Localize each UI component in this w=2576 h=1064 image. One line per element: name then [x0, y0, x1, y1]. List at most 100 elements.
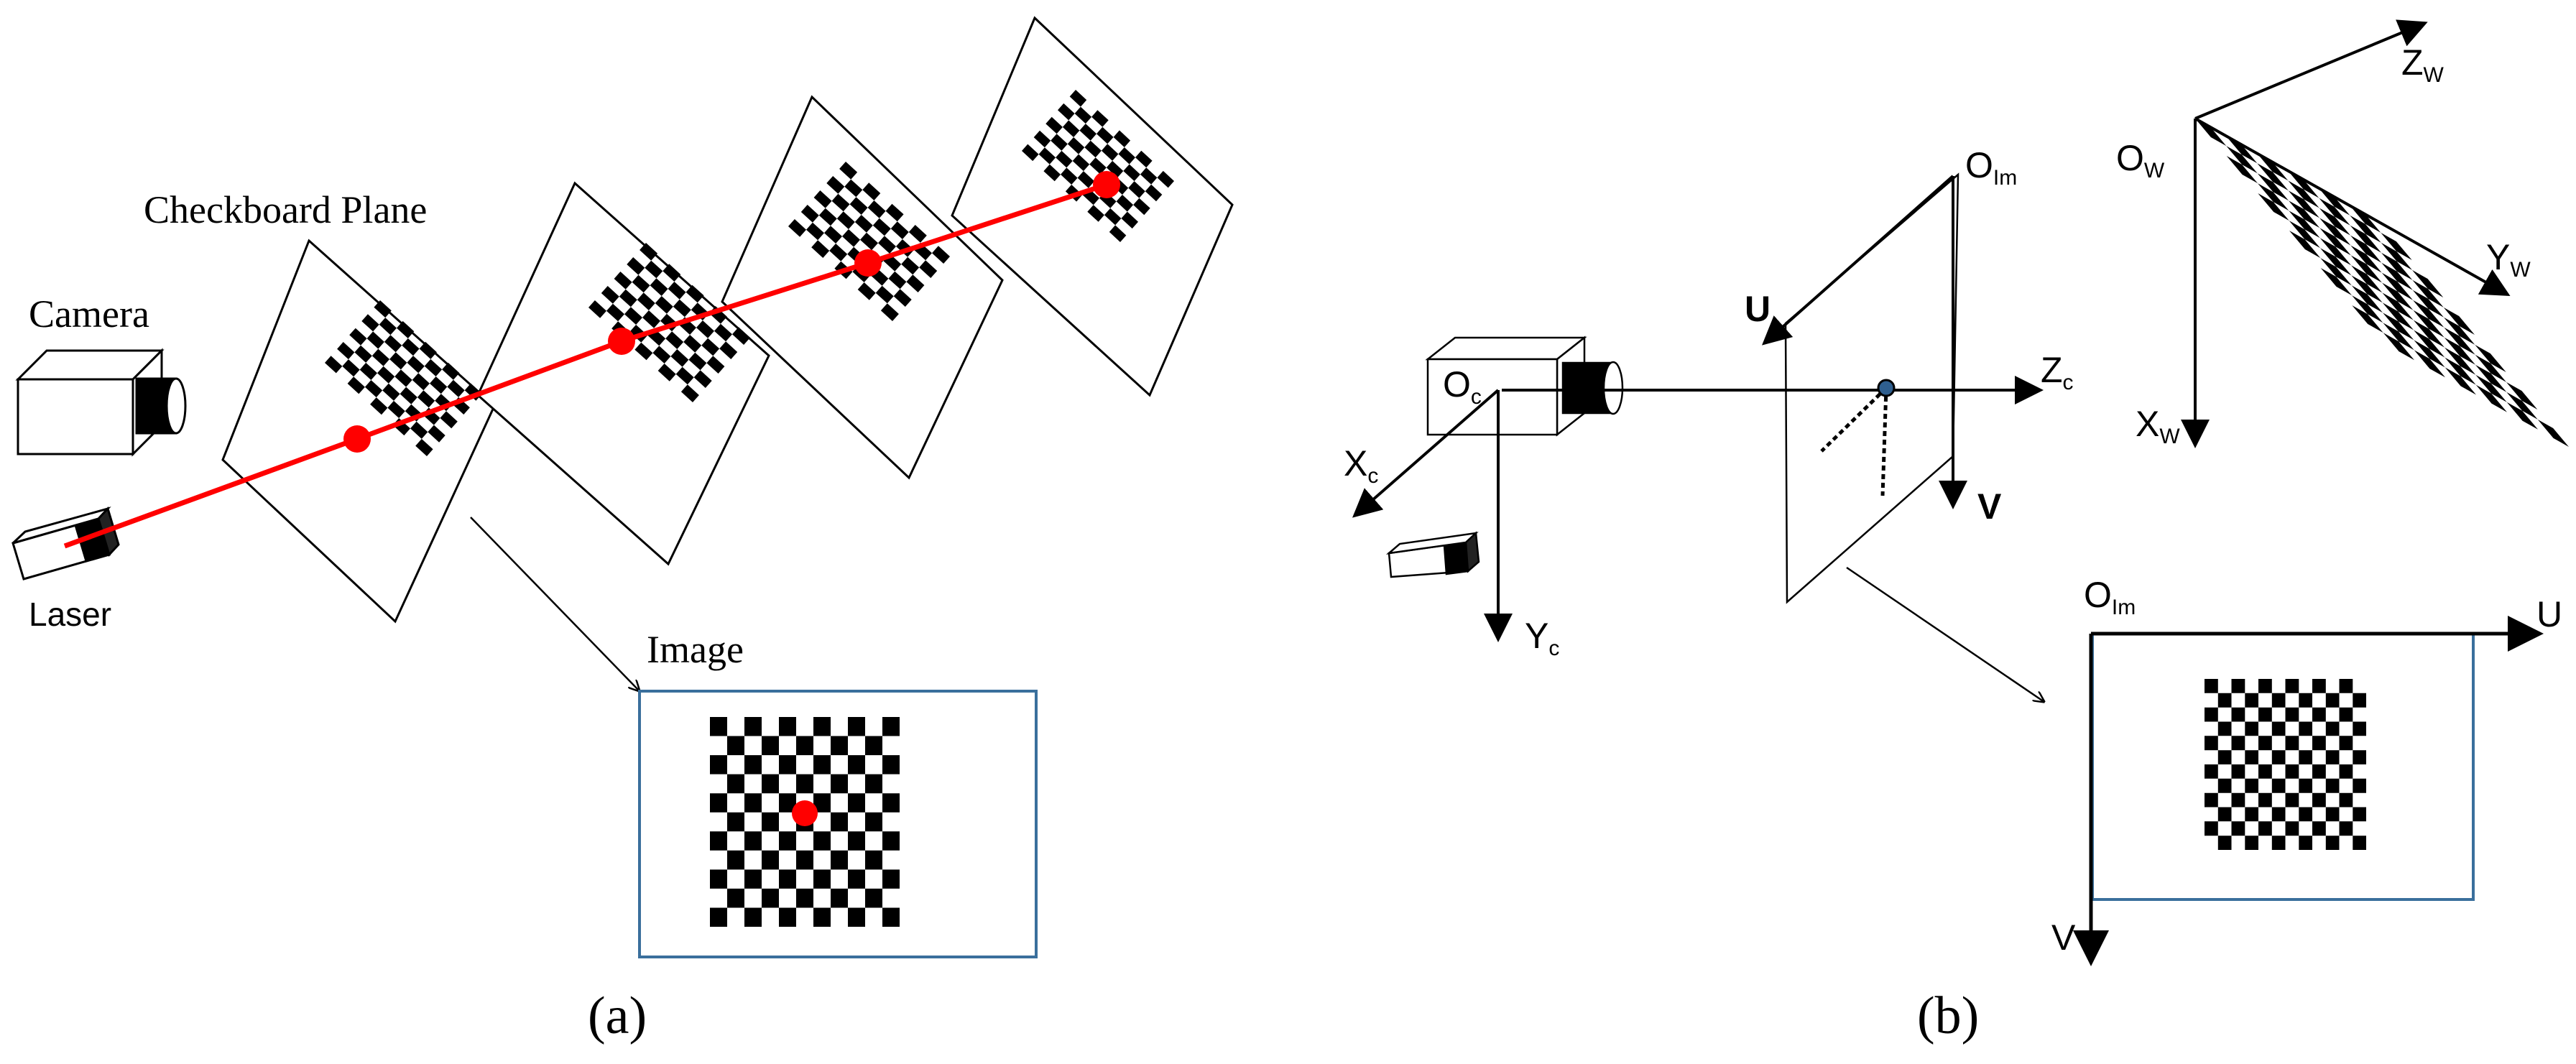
- image-origin-label: OIm: [2084, 575, 2136, 619]
- camera-icon: [15, 348, 187, 457]
- checker-square: [2231, 679, 2245, 693]
- origin-oc-label: Oc: [1443, 364, 1482, 409]
- checker-square: [710, 755, 727, 774]
- image-u-label: U: [2536, 594, 2563, 634]
- checker-square: [1128, 181, 1145, 198]
- checker-square: [2382, 282, 2414, 310]
- laser-spot: [343, 425, 371, 453]
- checker-square: [1061, 167, 1078, 185]
- checker-square: [727, 850, 744, 870]
- checker-square: [727, 812, 744, 832]
- checker-square: [2299, 721, 2312, 736]
- checker-square: [2445, 347, 2476, 375]
- checker-square: [2339, 792, 2353, 808]
- plane-u-line: [1762, 175, 1954, 346]
- checker-square: [2475, 374, 2507, 402]
- checker-square: [642, 310, 660, 328]
- checker-square: [1097, 126, 1114, 144]
- checker-square: [657, 364, 676, 381]
- checker-square: [2339, 764, 2353, 779]
- checker-square: [796, 888, 813, 908]
- checker-square: [888, 271, 907, 290]
- camera-axes: [1352, 376, 2044, 642]
- checker-square: [762, 774, 779, 794]
- panel-b: [1352, 19, 2569, 966]
- checker-square: [1056, 150, 1073, 168]
- checker-square: [2381, 252, 2413, 280]
- checker-square: [2245, 750, 2258, 764]
- checker-square: [2245, 836, 2258, 850]
- checker-square: [2339, 821, 2353, 836]
- checker-square: [2353, 721, 2366, 736]
- checker-square: [2381, 232, 2412, 260]
- checker-square: [836, 211, 855, 229]
- checker-square: [2325, 721, 2340, 736]
- checker-square: [2271, 778, 2286, 793]
- checker-square: [382, 383, 400, 401]
- checker-square: [2444, 337, 2475, 365]
- checker-square: [2325, 807, 2340, 822]
- checker-square: [394, 369, 412, 387]
- checker-square: [2475, 364, 2507, 392]
- checker-square: [2383, 313, 2414, 341]
- checker-square: [2312, 736, 2326, 751]
- checker-square: [1106, 160, 1124, 178]
- checker-square: [2319, 188, 2350, 216]
- checker-square: [668, 282, 686, 300]
- checker-square: [428, 425, 446, 443]
- checker-square: [2226, 136, 2258, 164]
- checker-square: [2319, 228, 2351, 256]
- checker-square: [2312, 707, 2326, 722]
- checker-square: [447, 379, 465, 397]
- checker-square: [2257, 153, 2289, 181]
- checker-square: [1123, 164, 1140, 182]
- checker-square: [2312, 679, 2326, 693]
- checker-square: [727, 774, 744, 794]
- checker-square: [2350, 255, 2382, 283]
- laser-spot: [1093, 171, 1120, 198]
- checker-square: [848, 755, 865, 774]
- checker-square: [655, 296, 673, 314]
- checker-square: [1058, 103, 1075, 121]
- checker-square: [2352, 305, 2383, 333]
- checker-square: [2444, 317, 2475, 345]
- checker-square: [727, 736, 744, 756]
- checker-square: [1109, 225, 1127, 242]
- checker-square: [779, 831, 796, 851]
- checker-square: [882, 907, 900, 927]
- checker-square: [389, 352, 407, 370]
- checker-square: [2217, 778, 2232, 793]
- checker-square: [848, 907, 865, 927]
- checker-square: [2289, 211, 2320, 239]
- checker-square: [2258, 679, 2272, 693]
- checker-square: [1022, 144, 1039, 162]
- checker-square: [2383, 323, 2414, 351]
- checker-square: [796, 850, 813, 870]
- checker-square: [2382, 302, 2414, 330]
- checker-square: [2285, 764, 2299, 779]
- checker-square: [685, 284, 704, 303]
- checker-square: [831, 850, 848, 870]
- checker-square: [2382, 292, 2414, 320]
- checker-square: [2319, 198, 2350, 226]
- checker-square: [2443, 307, 2475, 335]
- checker-square: [2299, 778, 2312, 793]
- checker-square: [683, 335, 702, 353]
- checker-square: [645, 260, 663, 279]
- checker-square: [1133, 198, 1150, 216]
- checker-square: [890, 221, 909, 239]
- checker-square: [865, 888, 882, 908]
- checker-square: [673, 299, 691, 318]
- checker-square: [624, 307, 642, 325]
- checker-square: [2475, 354, 2506, 382]
- checker-square: [412, 373, 430, 391]
- checker-square: [2350, 215, 2381, 243]
- checker-square: [893, 289, 912, 307]
- checker-square: [2285, 792, 2299, 808]
- checker-square: [882, 831, 900, 851]
- checker-square: [2351, 275, 2383, 303]
- checker-square: [2289, 221, 2320, 249]
- checker-square: [848, 869, 865, 889]
- checker-square: [701, 338, 720, 356]
- checker-square: [1072, 154, 1090, 172]
